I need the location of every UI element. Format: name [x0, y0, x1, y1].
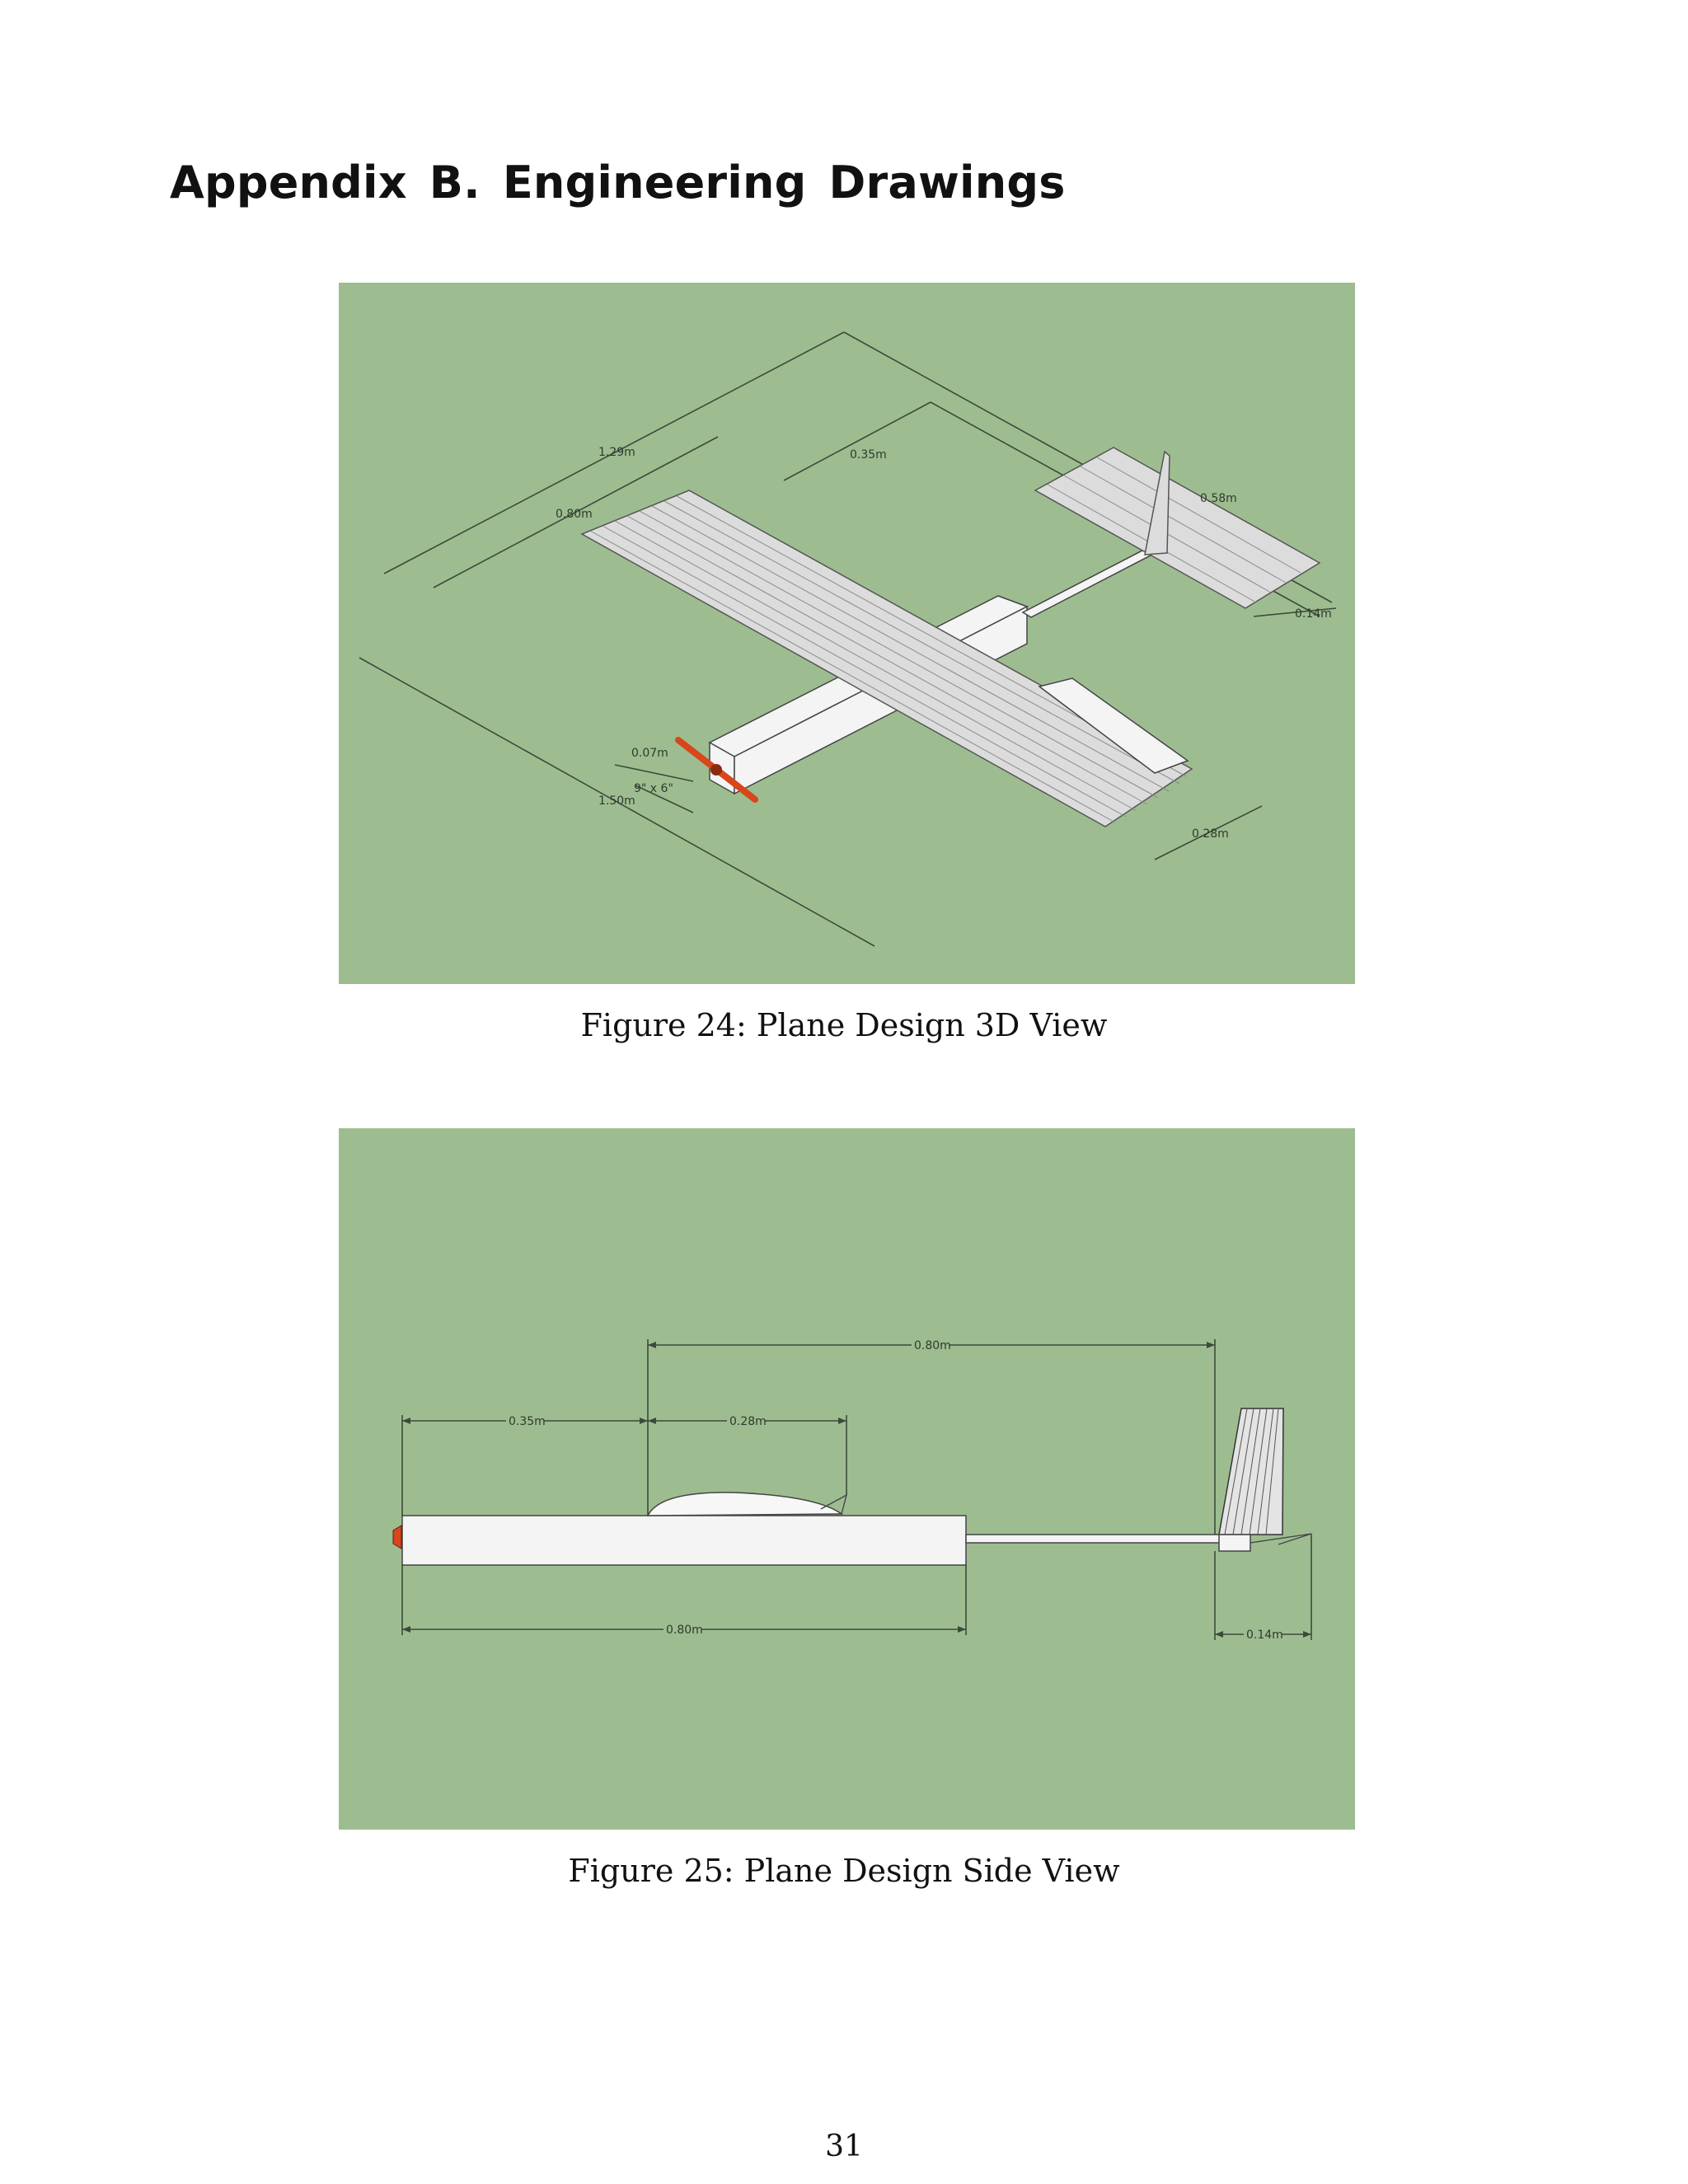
horizontal-stabilizer [1034, 447, 1321, 609]
elevator-side [1250, 1533, 1312, 1545]
dim-label-wing-chord: 0.28m [1192, 827, 1229, 841]
wing-airfoil [646, 1492, 844, 1516]
main-wing [580, 490, 1193, 827]
dim-label-fuselage: 0.80m [556, 508, 593, 521]
dim-label-wing-to-tail: 0.80m [914, 1339, 951, 1352]
dim-label-fuselage: 0.80m [666, 1624, 703, 1637]
tail-mount [1218, 1534, 1251, 1552]
dim-arrowheads [402, 1342, 1311, 1638]
dim-bg-wing-chord [727, 1413, 765, 1428]
dim-label-tail-span: 0.58m [1200, 492, 1237, 505]
figure-25-caption: Figure 25: Plane Design Side View [568, 1853, 1120, 1889]
dim-line-motor [614, 764, 694, 782]
dim-line-fuselage [433, 436, 719, 588]
page-number: 31 [825, 2130, 863, 2163]
plane-side-view-svg: 0.80m 0.35m 0.28m 0.80m 0.14m [392, 1338, 1312, 1642]
tail-fin-ribs [1224, 1408, 1279, 1535]
dim-label-overall: 1.50m [598, 794, 635, 808]
fuselage-body [401, 1515, 967, 1566]
dim-bg-tail-chord [1244, 1627, 1282, 1642]
nose-propeller [392, 1525, 402, 1549]
dim-bg-nose-to-wing [506, 1413, 544, 1428]
dim-label-nose-to-wing: 0.35m [509, 1415, 546, 1428]
dim-label-wing-chord: 0.28m [729, 1415, 767, 1428]
plane-3d-view-svg: 1.29m 0.35m 0.58m 0.80m 0.14m 0.07m 9" x… [359, 331, 1337, 947]
figure-24-caption: Figure 24: Plane Design 3D View [580, 1007, 1108, 1043]
dim-line-span [383, 331, 845, 574]
plane-side-view-drawing: 0.80m 0.35m 0.28m 0.80m 0.14m [339, 1128, 1355, 1830]
aileron [1038, 677, 1189, 774]
vertical-fin [1144, 450, 1170, 555]
dim-label-prop: 9" x 6" [634, 782, 673, 795]
dim-line-tail-chord [1253, 607, 1337, 617]
dim-label-wing-to-tail: 0.35m [850, 448, 887, 462]
plane-3d-view-drawing: 1.29m 0.35m 0.58m 0.80m 0.14m 0.07m 9" x… [339, 283, 1355, 984]
dim-line-wing-chord [1154, 805, 1263, 860]
appendix-heading: Appendix B. Engineering Drawings [170, 157, 1066, 209]
dim-line-overall [359, 657, 875, 947]
dim-bg-wing-to-tail [912, 1338, 950, 1352]
dim-label-tail-chord: 0.14m [1246, 1629, 1283, 1642]
dim-label-motor: 0.07m [631, 747, 668, 760]
dim-label-span: 1.29m [598, 446, 635, 459]
dim-bg-fuselage [663, 1622, 701, 1637]
dim-line-prop [635, 785, 694, 813]
dim-line-wing-to-tail [783, 401, 931, 481]
tail-boom-side [965, 1534, 1222, 1544]
propeller-hub [710, 764, 722, 776]
dim-label-tail-chord: 0.14m [1295, 607, 1332, 621]
